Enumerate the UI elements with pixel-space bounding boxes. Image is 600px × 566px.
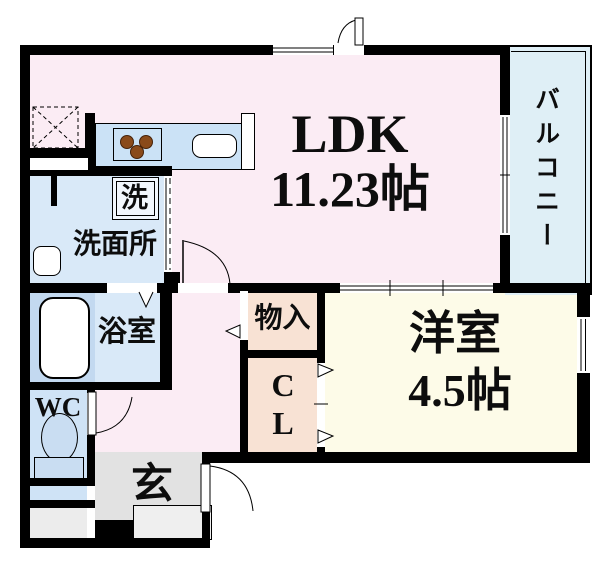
wc-lower-strip bbox=[30, 486, 87, 500]
hallway bbox=[95, 382, 248, 452]
sliding-door bbox=[164, 176, 172, 272]
entrance-label: 玄 bbox=[130, 462, 173, 508]
ldk-size-label: 11.23帖 bbox=[270, 161, 430, 217]
toilet-bowl bbox=[41, 413, 78, 462]
sliding-partition bbox=[340, 283, 493, 293]
room-storage bbox=[248, 293, 317, 350]
wall bbox=[85, 166, 172, 176]
wall bbox=[51, 176, 57, 206]
door-opening bbox=[107, 283, 157, 293]
wall bbox=[202, 452, 590, 463]
stove-burner-icon bbox=[130, 145, 144, 159]
wall bbox=[160, 283, 172, 390]
wc-label: WC bbox=[34, 391, 82, 422]
closet-label: CL bbox=[271, 367, 295, 441]
wall bbox=[20, 283, 107, 293]
door-swing-arc bbox=[95, 396, 133, 434]
wall bbox=[20, 45, 510, 55]
stove-burner-icon bbox=[139, 135, 153, 149]
window bbox=[273, 45, 333, 55]
room-balcony bbox=[505, 45, 592, 295]
washroom-label: 洗面所 bbox=[72, 229, 157, 260]
wall bbox=[20, 500, 95, 508]
door-swing-arc bbox=[183, 240, 231, 285]
bathroom-label: 浴室 bbox=[97, 315, 156, 348]
washbasin bbox=[33, 246, 61, 276]
kitchen-counter-end-panel bbox=[241, 113, 255, 170]
stove-burner-icon bbox=[120, 135, 134, 149]
door-opening bbox=[240, 291, 248, 340]
wall bbox=[228, 283, 340, 293]
bathtub bbox=[39, 297, 90, 379]
wall bbox=[20, 382, 172, 390]
wall bbox=[95, 520, 133, 538]
door-swing-arc bbox=[337, 19, 357, 44]
door-opening bbox=[178, 283, 228, 293]
utility-box bbox=[30, 508, 87, 538]
balcony-label: バルコニー bbox=[531, 85, 559, 256]
room-bathroom bbox=[95, 293, 160, 382]
kitchen-counter bbox=[95, 123, 243, 170]
kitchen-sink bbox=[192, 134, 237, 158]
window bbox=[577, 317, 590, 373]
room-western bbox=[325, 293, 577, 452]
wall bbox=[20, 45, 30, 548]
washing-machine-space bbox=[112, 177, 159, 220]
wall bbox=[85, 113, 95, 168]
wall bbox=[493, 283, 590, 293]
room-closet bbox=[248, 358, 317, 452]
washing-machine-label: 洗 bbox=[121, 182, 148, 213]
wall bbox=[20, 478, 95, 486]
door-leaf bbox=[87, 391, 97, 436]
western-room-label: 洋室 bbox=[409, 308, 501, 359]
storage-label: 物入 bbox=[254, 303, 311, 334]
door-opening bbox=[317, 363, 325, 447]
closet-door-arrow bbox=[317, 429, 335, 444]
folding-door-icon bbox=[138, 291, 154, 309]
door-swing-arc bbox=[209, 465, 254, 512]
door-leaf bbox=[200, 463, 211, 513]
ldk-label: LDK bbox=[291, 104, 409, 164]
storage-door-arrow bbox=[224, 324, 241, 339]
kitchen-stove bbox=[113, 128, 162, 161]
wall bbox=[240, 283, 248, 452]
western-room-size-label: 4.5帖 bbox=[408, 365, 512, 416]
wall bbox=[20, 538, 210, 548]
door-leaf bbox=[354, 17, 364, 46]
door-opening bbox=[334, 45, 364, 55]
refrigerator-space-icon bbox=[32, 106, 79, 149]
closet-door-arrow bbox=[317, 363, 335, 378]
wall-vent bbox=[30, 158, 88, 170]
wall bbox=[248, 350, 317, 358]
balcony-inner-rail bbox=[511, 51, 586, 292]
